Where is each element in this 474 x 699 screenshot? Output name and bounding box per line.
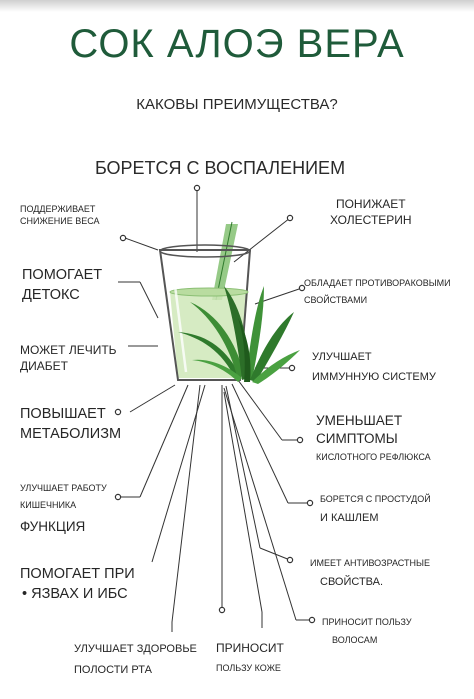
benefit-antiaging: ИМЕЕТ АНТИВОЗРАСТНЫЕ СВОЙСТВА.: [310, 557, 430, 590]
benefit-cholesterol: ПОНИЖАЕТ ХОЛЕСТЕРИН: [330, 196, 412, 228]
benefit-reflux: УМЕНЬШАЕТ СИМПТОМЫ КИСЛОТНОГО РЕФЛЮКСА: [316, 412, 431, 464]
label-line: И КАШЛЕМ: [320, 512, 379, 525]
label-line: БОРЕТСЯ С ПРОСТУДОЙ: [320, 494, 431, 504]
label-line: СВОЙСТВА.: [320, 576, 384, 589]
label-line: ПОДДЕРЖИВАЕТ: [20, 204, 96, 214]
label-line: СНИЖЕНИЕ ВЕСА: [20, 216, 100, 227]
benefit-metabolism: ПОВЫШАЕТ МЕТАБОЛИЗМ: [20, 405, 121, 444]
benefit-detox: ПОМОГАЕТ ДЕТОКС: [22, 266, 102, 305]
benefit-cold: БОРЕТСЯ С ПРОСТУДОЙ И КАШЛЕМ: [320, 493, 431, 526]
label-line: КИШЕЧНИКА: [20, 500, 77, 511]
label-line: ПРИНОСИТ: [216, 641, 284, 655]
aloe-plant-icon: [178, 286, 300, 384]
label-line: МОЖЕТ ЛЕЧИТЬ: [20, 343, 117, 357]
label-line: ИММУННУЮ СИСТЕМУ: [312, 370, 436, 383]
benefit-weight-loss: ПОДДЕРЖИВАЕТ СНИЖЕНИЕ ВЕСА: [20, 203, 100, 227]
benefit-skin: ПРИНОСИТ ПОЛЬЗУ КОЖЕ: [216, 640, 284, 674]
label-line: ИМЕЕТ АНТИВОЗРАСТНЫЕ: [310, 558, 430, 568]
label-line: ПОЛЬЗУ КОЖЕ: [216, 663, 281, 674]
page-subtitle: КАКОВЫ ПРЕИМУЩЕСТВА?: [136, 96, 338, 113]
label-line: УЛУЧШАЕТ РАБОТУ: [20, 483, 107, 493]
benefit-immune: УЛУЧШАЕТ ИММУННУЮ СИСТЕМУ: [312, 350, 436, 385]
label-line: ПОМОГАЕТ: [22, 267, 103, 283]
label-line: СИМПТОМЫ: [316, 431, 398, 447]
label-line: ОБЛАДАЕТ ПРОТИВОРАКОВЫМИ: [304, 278, 451, 288]
label-line: ХОЛЕСТЕРИН: [330, 213, 412, 228]
benefit-hair: ПРИНОСИТ ПОЛЬЗУ ВОЛОСАМ: [322, 616, 412, 646]
label-line: ДИАБЕТ: [20, 359, 68, 374]
label-line: ПОЛОСТИ РТА: [74, 663, 152, 676]
label-line: МЕТАБОЛИЗМ: [20, 425, 122, 442]
top-shadow-bar: [0, 0, 474, 12]
label-line: ПОМОГАЕТ ПРИ: [20, 566, 135, 582]
benefit-oral-health: УЛУЧШАЕТ ЗДОРОВЬЕ ПОЛОСТИ РТА: [74, 642, 197, 678]
label-line: СВОЙСТВАМИ: [304, 295, 368, 306]
label-line: ПОВЫШАЕТ: [20, 406, 106, 422]
benefit-bowel: УЛУЧШАЕТ РАБОТУ КИШЕЧНИКА ФУНКЦИЯ: [20, 480, 107, 540]
label-line: УЛУЧШАЕТ: [312, 351, 372, 363]
label-line: УМЕНЬШАЕТ: [316, 413, 403, 428]
benefit-diabetes: МОЖЕТ ЛЕЧИТЬ ДИАБЕТ: [20, 342, 117, 374]
label-line: КИСЛОТНОГО РЕФЛЮКСА: [316, 452, 431, 463]
page-title: СОК АЛОЭ ВЕРА: [69, 22, 405, 66]
label-line: УЛУЧШАЕТ ЗДОРОВЬЕ: [74, 643, 197, 655]
connector-dots: [114, 184, 316, 624]
straw-icon: [212, 221, 238, 301]
benefit-inflammation: БОРЕТСЯ С ВОСПАЛЕНИЕМ: [94, 158, 346, 178]
label-text: ЯЗВАХ И ИБС: [31, 585, 128, 602]
benefit-anticancer: ОБЛАДАЕТ ПРОТИВОРАКОВЫМИ СВОЙСТВАМИ: [304, 277, 451, 306]
label-line: ПРИНОСИТ ПОЛЬЗУ: [322, 617, 412, 627]
label-line: ДЕТОКС: [22, 286, 80, 303]
label-line: • ЯЗВАХ И ИБС: [22, 585, 128, 602]
label-line: ВОЛОСАМ: [332, 635, 378, 646]
label-line: ПОНИЖАЕТ: [335, 197, 406, 211]
benefit-ulcers: ПОМОГАЕТ ПРИ • ЯЗВАХ И ИБС: [20, 565, 135, 604]
connector-lines: [118, 188, 312, 632]
label-line: ФУНКЦИЯ: [20, 519, 86, 535]
